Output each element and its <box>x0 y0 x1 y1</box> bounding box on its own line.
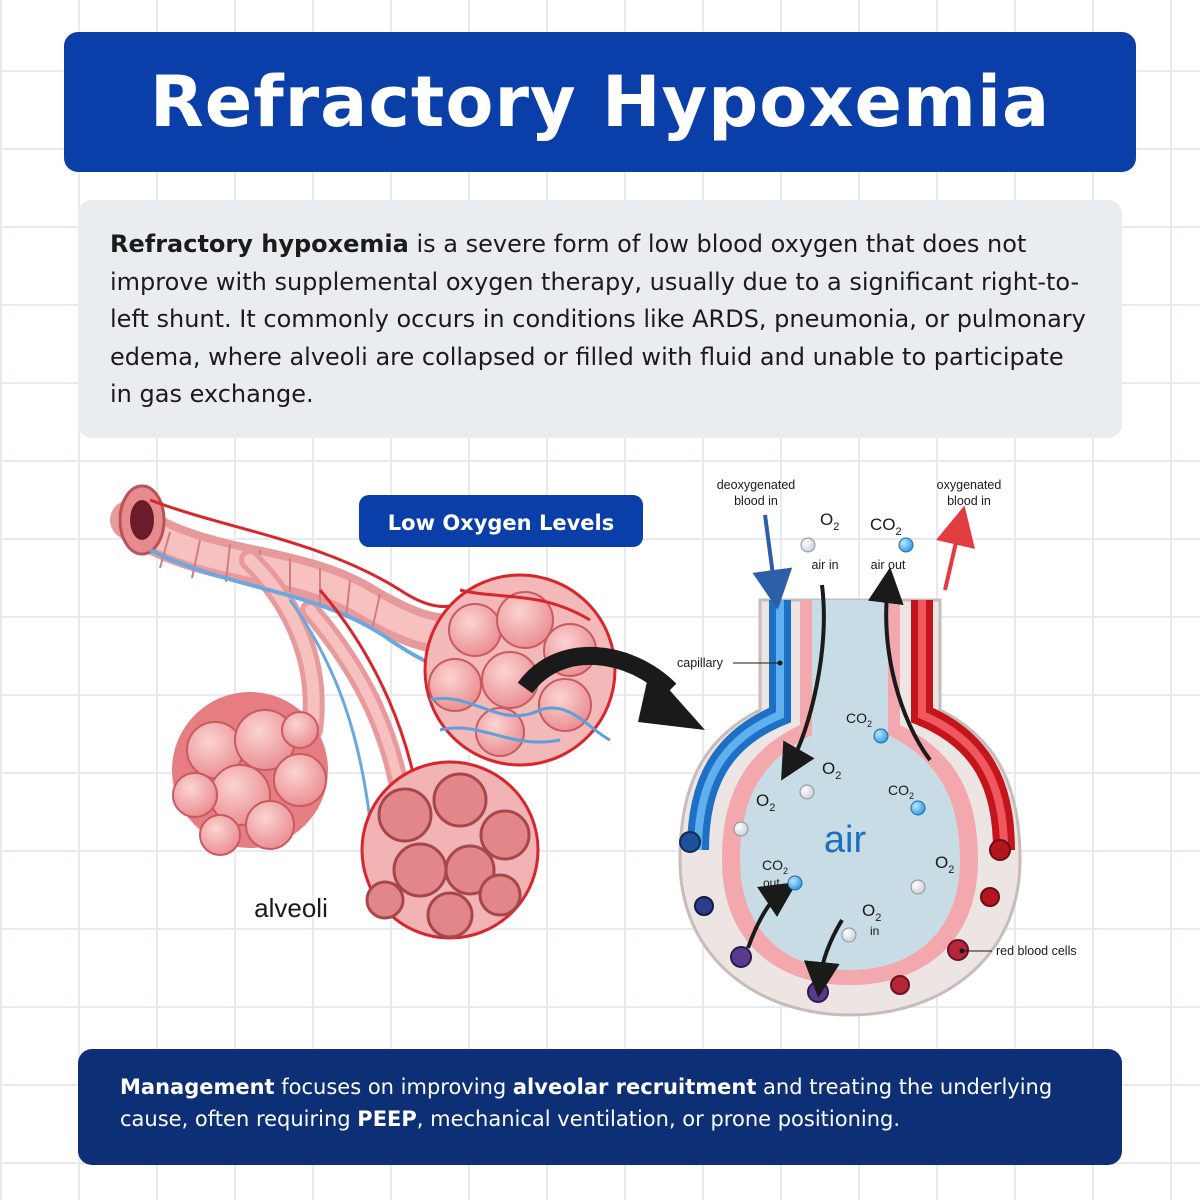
co2-out-label: CO <box>762 857 783 873</box>
management-text-2: and treating the underlying cause, often… <box>120 1075 1053 1131</box>
alveoli-cluster-lower <box>360 760 540 940</box>
o2-in-label: O <box>862 901 875 920</box>
o2-right-sub: 2 <box>948 864 954 876</box>
alveoli-diagram: Low Oxygen Levels alveoli <box>110 478 1077 1017</box>
management-bold-1: alveolar recruitment <box>512 1075 757 1099</box>
badge-label: Low Oxygen Levels <box>388 511 614 535</box>
management-panel: Management focuses on improving alveolar… <box>78 1049 1122 1165</box>
o2-right-label: O <box>935 853 948 872</box>
svg-text:O2: O2 <box>822 759 841 782</box>
co2-top-sub: 2 <box>896 526 902 538</box>
molecules: O2 CO2 CO2 O2 CO2 O2 CO2 out O2 O2 in <box>733 510 954 943</box>
air-out-label: air out <box>871 558 906 572</box>
alveoli-cluster-upper <box>423 573 617 767</box>
alveoli-label: alveoli <box>254 893 328 923</box>
alveoli-cluster-left <box>172 692 328 856</box>
co2-right-sub: 2 <box>909 791 914 801</box>
capillary-label: capillary <box>677 656 724 670</box>
bronchial-tree <box>110 484 490 821</box>
low-oxygen-badge: Low Oxygen Levels <box>359 495 643 547</box>
management-text-3: , mechanical ventilation, or prone posit… <box>416 1107 901 1131</box>
co2-out-text: out <box>763 876 780 890</box>
co2-right-label: CO <box>888 782 909 798</box>
o2-in-sub: 2 <box>875 912 881 924</box>
svg-text:O2: O2 <box>756 791 775 814</box>
air-label: air <box>824 819 867 861</box>
red-blood-cells-label: red blood cells <box>996 944 1077 958</box>
annotations: deoxygenated blood in oxygenated blood i… <box>677 478 1077 958</box>
deoxygenated-line2: blood in <box>734 494 778 508</box>
svg-text:CO2: CO2 <box>870 515 902 538</box>
o2-mid-sub: 2 <box>835 770 841 782</box>
svg-text:CO2: CO2 <box>888 782 914 801</box>
svg-text:O2: O2 <box>935 853 954 876</box>
svg-text:O2: O2 <box>820 510 839 533</box>
title-banner: Refractory Hypoxemia <box>64 32 1136 172</box>
deoxygenated-line1: deoxygenated <box>717 478 796 492</box>
intro-panel: Refractory hypoxemia is a severe form of… <box>78 200 1122 438</box>
air-in-label: air in <box>811 558 838 572</box>
management-bold-2: PEEP <box>357 1107 417 1131</box>
o2-left-label: O <box>756 791 769 810</box>
intro-term: Refractory hypoxemia <box>110 230 409 258</box>
svg-text:CO2: CO2 <box>846 710 872 729</box>
o2-top-label: O <box>820 510 833 529</box>
co2-mid-label: CO <box>846 710 867 726</box>
o2-in-text: in <box>870 924 879 938</box>
o2-top-sub: 2 <box>833 521 839 533</box>
page-title: Refractory Hypoxemia <box>149 61 1051 143</box>
oxygenated-line2: blood in <box>947 494 991 508</box>
management-lead: Management <box>120 1075 275 1099</box>
svg-text:CO2: CO2 <box>762 857 788 876</box>
zoom-arrow-head <box>638 668 705 730</box>
svg-text:O2: O2 <box>862 901 881 924</box>
o2-mid-label: O <box>822 759 835 778</box>
co2-mid-sub: 2 <box>867 719 872 729</box>
co2-out-sub: 2 <box>783 866 788 876</box>
intro-text: is a severe form of low blood oxygen tha… <box>110 230 1086 408</box>
management-text-1: focuses on improving <box>274 1075 513 1099</box>
o2-left-sub: 2 <box>769 802 775 814</box>
co2-top-label: CO <box>870 515 896 534</box>
oxygenated-line1: oxygenated <box>937 478 1002 492</box>
